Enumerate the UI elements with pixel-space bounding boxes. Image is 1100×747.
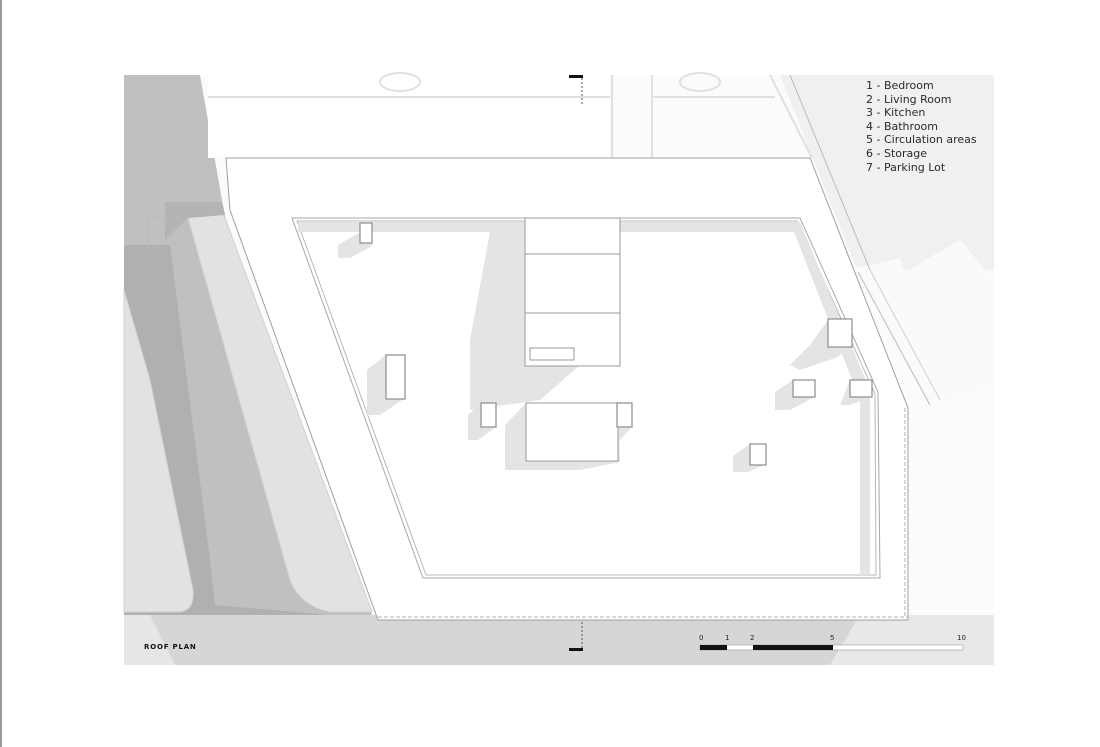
scale-bar [699, 644, 964, 651]
legend: 1 - Bedroom 2 - Living Room 3 - Kitchen … [866, 79, 977, 174]
ground-light-left [124, 615, 175, 665]
ground-light-right [830, 615, 994, 665]
scale-tick-0: 0 [699, 634, 704, 642]
roof-volume [524, 217, 621, 462]
sheet-border [0, 0, 2, 747]
scale-tick-5: 5 [830, 634, 835, 642]
lot-right [780, 75, 994, 270]
legend-item-parking: 7 - Parking Lot [866, 160, 946, 174]
legend-item-circulation: 5 - Circulation areas [866, 133, 977, 147]
skylights [359, 222, 873, 466]
lot-right-building [858, 240, 994, 405]
scale-tick-10: 10 [957, 634, 966, 642]
legend-item-bathroom: 4 - Bathroom [866, 119, 938, 133]
lot-top-left [208, 75, 610, 158]
legend-item-storage: 6 - Storage [866, 146, 927, 160]
scale-tick-2: 2 [750, 634, 755, 642]
scale-tick-1: 1 [725, 634, 730, 642]
road-step [165, 202, 225, 240]
section-marker-top [569, 75, 583, 104]
sidewalk-right [187, 209, 373, 613]
tree-icon [379, 72, 421, 92]
section-marker-bottom [569, 622, 583, 651]
legend-item-living-room: 2 - Living Room [866, 92, 952, 106]
tree-icon [679, 72, 721, 92]
parapet-inner [296, 220, 877, 576]
legend-item-bedroom: 1 - Bedroom [866, 79, 934, 92]
plan-title: ROOF PLAN [144, 643, 197, 651]
legend-item-kitchen: 3 - Kitchen [866, 106, 926, 120]
sidewalk-left [123, 289, 194, 613]
parapet-outer [291, 217, 881, 579]
